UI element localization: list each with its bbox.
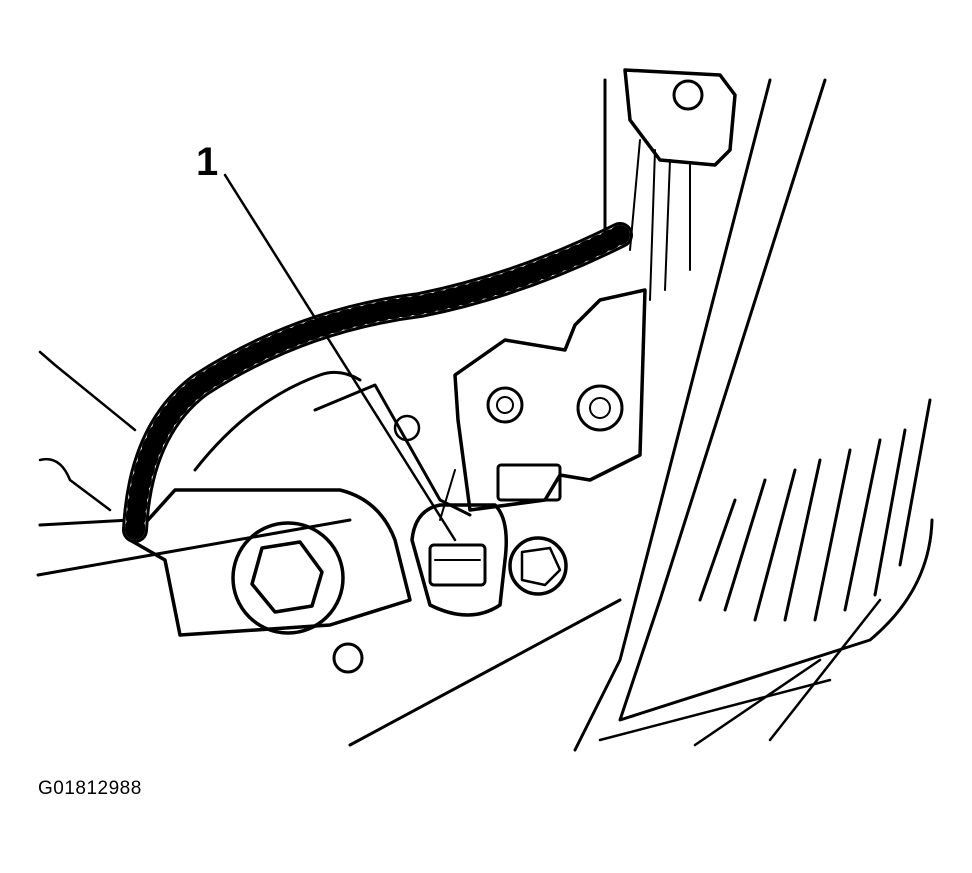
upper-bracket	[603, 68, 737, 301]
wiring-harness	[122, 222, 633, 543]
sensor-connector	[410, 469, 508, 617]
leader-lines	[38, 173, 457, 542]
bracket-plate	[128, 383, 472, 637]
nut	[508, 536, 568, 596]
panel-hatching	[698, 398, 932, 622]
mid-bracket	[393, 288, 647, 512]
callout-1-label: 1	[196, 140, 219, 184]
figure-id: G01812988	[38, 778, 142, 799]
lower-panel-lines	[36, 457, 622, 747]
panel-edge	[573, 78, 934, 752]
small-hole	[332, 642, 364, 674]
hex-bolt	[231, 521, 345, 635]
